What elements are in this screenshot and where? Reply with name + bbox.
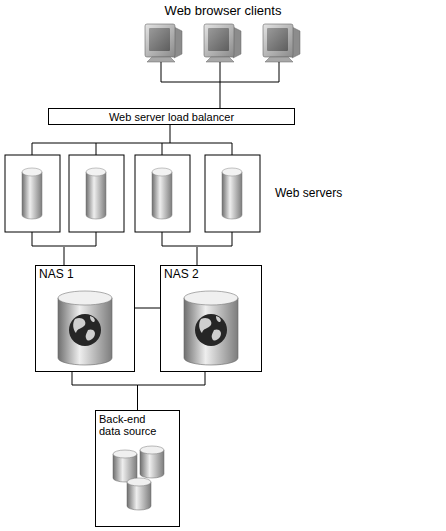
server-bus xyxy=(32,143,232,155)
nas-box: NAS 1 xyxy=(35,265,135,372)
server-box xyxy=(5,155,60,232)
server-cylinder xyxy=(86,168,106,219)
nas-cylinder xyxy=(184,291,238,365)
connector-line xyxy=(135,308,160,309)
client-wire xyxy=(161,62,279,82)
client-group: Web browser clients xyxy=(140,0,306,82)
connector-line xyxy=(220,82,221,108)
connector-line xyxy=(170,125,171,143)
database-cylinder xyxy=(127,478,151,510)
nas-cylinder xyxy=(58,291,112,365)
monitor-icon xyxy=(145,24,182,62)
node-label: NAS 2 xyxy=(164,268,254,281)
node-label: NAS 1 xyxy=(39,268,129,281)
connector-line xyxy=(197,247,198,265)
server-bus xyxy=(32,232,232,246)
server-cylinder xyxy=(222,168,242,219)
node-label: Back-end data source xyxy=(99,413,161,437)
connector-line xyxy=(72,372,138,410)
server-cylinder xyxy=(152,168,172,219)
node-label: Web browser clients xyxy=(140,4,306,18)
nas-box: NAS 2 xyxy=(160,265,262,372)
server-box xyxy=(135,155,190,232)
server-cylinder xyxy=(22,168,42,219)
monitor-icon xyxy=(263,24,300,62)
server-group: Web servers xyxy=(0,143,268,247)
server-box xyxy=(69,155,124,232)
connector-line xyxy=(64,247,65,265)
node-label: Web servers xyxy=(275,187,395,200)
node-label: Web server load balancer xyxy=(49,111,294,123)
monitor-icon xyxy=(204,24,241,62)
data-source-box: Back-end data source xyxy=(95,410,180,527)
database-cylinder xyxy=(113,450,137,482)
connector-line xyxy=(138,372,206,410)
load-balancer-box: Web server load balancer xyxy=(48,108,295,125)
database-cylinder xyxy=(140,446,164,478)
server-box xyxy=(205,155,260,232)
